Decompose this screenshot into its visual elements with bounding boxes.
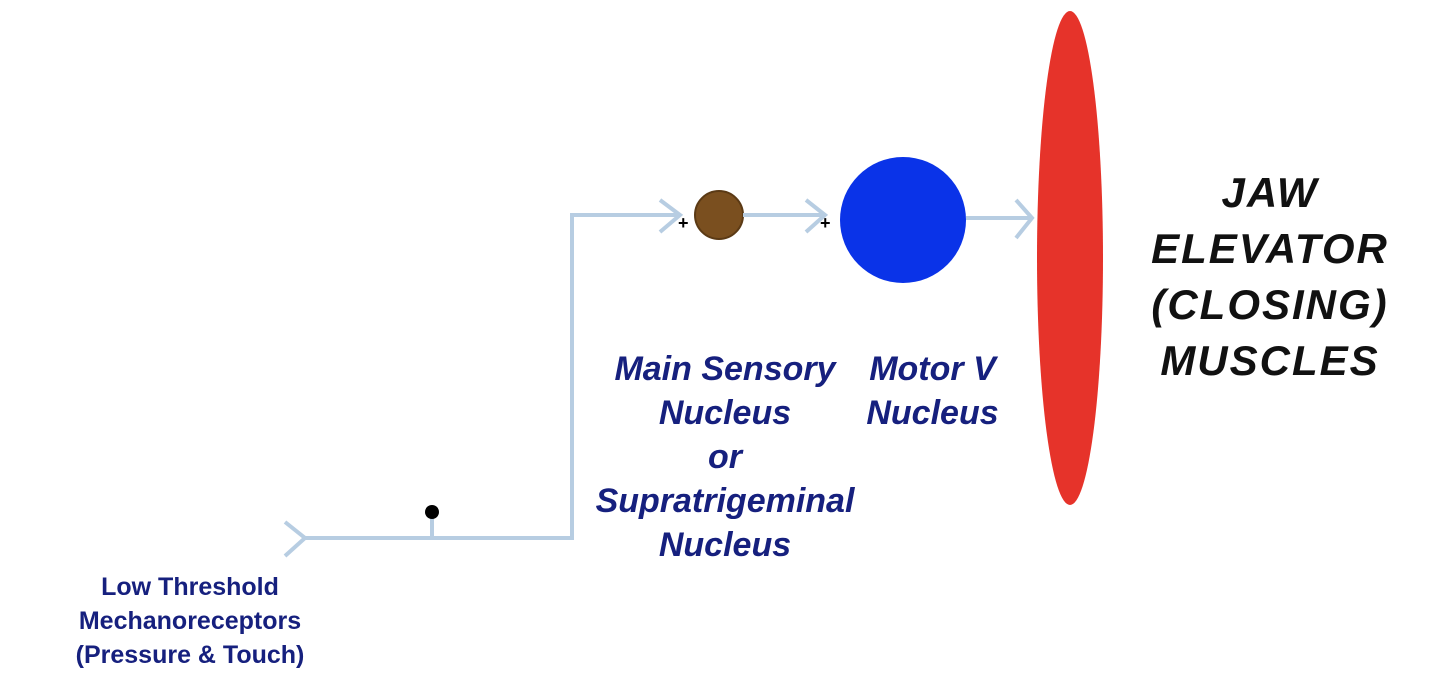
motor-v-label-line: Motor V [869, 350, 996, 388]
main-sensory-label-line: or [708, 438, 742, 476]
jaw-label-line: ELEVATOR [1151, 225, 1389, 272]
main-sensory-nucleus [694, 190, 744, 240]
motor-v-nucleus-label: Motor V Nucleus [840, 347, 1025, 435]
jaw-label-line: JAW [1221, 169, 1319, 216]
receptor-soma [425, 505, 439, 519]
synapse-sensory-icon [658, 198, 684, 234]
jaw-label-line: (CLOSING) [1151, 281, 1389, 328]
afferent-axon [305, 213, 680, 540]
mechanoreceptors-label-line: Low Threshold [101, 573, 279, 601]
synapse-motor-icon [804, 198, 829, 234]
main-sensory-label-line: Nucleus [658, 526, 792, 564]
main-sensory-label-line: Supratrigeminal [595, 482, 855, 520]
mechanoreceptors-label-line: Mechanoreceptors [78, 607, 302, 635]
jaw-elevator-muscle [1037, 11, 1103, 505]
motor-v-nucleus [840, 157, 966, 283]
mechanoreceptors-label: Low Threshold Mechanoreceptors (Pressure… [45, 570, 335, 672]
main-sensory-label-line: Nucleus [658, 394, 792, 432]
main-sensory-nucleus-label: Main Sensory Nucleus or Supratrigeminal … [580, 347, 870, 567]
main-sensory-label-line: Main Sensory [614, 350, 836, 388]
neuromuscular-junction-icon [1014, 198, 1035, 240]
mechanoreceptors-label-line: (Pressure & Touch) [75, 641, 305, 669]
synapse-sensory-sign: + [678, 213, 689, 233]
jaw-muscles-label: JAW ELEVATOR (CLOSING) MUSCLES [1120, 165, 1420, 389]
motor-v-label-line: Nucleus [866, 394, 999, 432]
jaw-label-line: MUSCLES [1160, 337, 1380, 384]
receptor-ending-icon [283, 520, 309, 558]
synapse-motor-sign: + [820, 213, 831, 233]
